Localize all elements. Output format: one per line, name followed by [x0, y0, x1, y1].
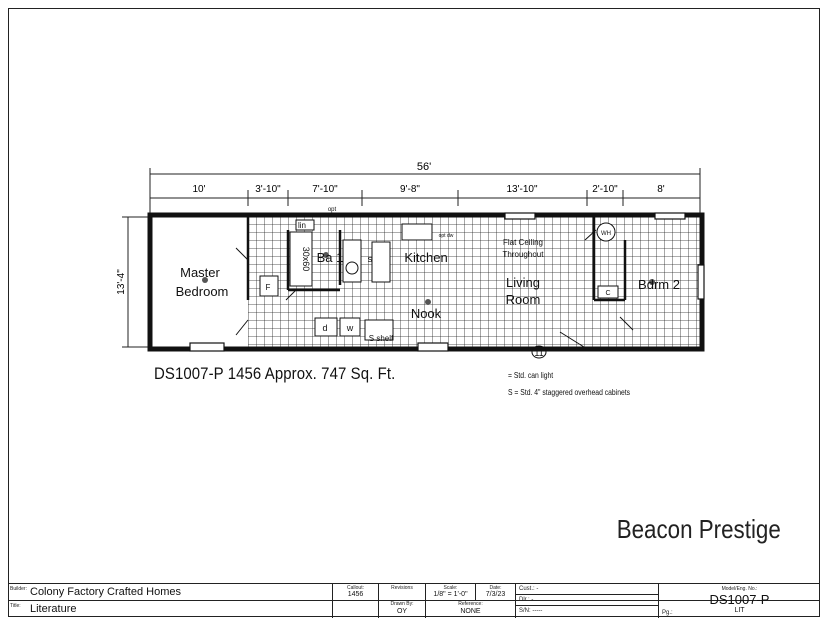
room-master-1: Master: [180, 265, 220, 280]
dim-seg-4: 9'-8": [400, 184, 420, 195]
dim-seg-2: 3'-10": [255, 184, 281, 195]
dim-depth: 13'-4": [116, 269, 127, 295]
label-range-ref: 11: [534, 348, 543, 358]
label-flat-ceiling-1: Flat Ceiling: [503, 238, 543, 247]
callout-cell: Callout: 1456: [333, 584, 379, 600]
label-lin: lin: [298, 221, 306, 230]
builder-label: Builder:: [10, 586, 27, 592]
pg-label: Pg.:: [662, 610, 673, 616]
dim-seg-6: 2'-10": [592, 184, 618, 195]
room-bdrm2: Bdrm 2: [638, 277, 680, 292]
room-living-2: Room: [506, 292, 541, 307]
label-furnace: F: [266, 283, 271, 292]
builder-cell: Builder: Colony Factory Crafted Homes Ti…: [8, 584, 333, 618]
room-kitchen: Kitchen: [404, 250, 447, 265]
room-bath: Ba 1: [317, 250, 344, 265]
label-sink: s: [368, 254, 373, 264]
revisions-cell: Revisions: [379, 584, 426, 600]
label-opt: opt: [328, 207, 337, 213]
model-label: Model/Eng. No.:: [721, 586, 758, 592]
label-flat-ceiling-2: Throughout: [503, 250, 545, 259]
legend-can-light: = Std. can light: [508, 371, 554, 380]
scale-value: 1/8" = 1'-0": [433, 591, 468, 598]
dim-overall-width: 56': [417, 161, 431, 173]
room-labels: Master Bedroom Ba 1 Kitchen Nook Living …: [176, 250, 680, 321]
drawn-by-label: Drawn By:: [390, 601, 414, 607]
interior-walls: [246, 217, 627, 302]
fixtures: [259, 219, 619, 341]
reference-cell: Reference: NONE: [426, 600, 516, 618]
legend-cabinets: S = Std. 4" staggered overhead cabinets: [508, 388, 631, 397]
callout-value: 1456: [347, 591, 364, 598]
windows: [189, 212, 705, 352]
scale-cell: Scale: 1/8" = 1'-0": [426, 584, 476, 600]
date-value: 7/3/23: [485, 591, 506, 598]
date-label: Date:: [489, 585, 502, 591]
lit-value: LIT: [734, 607, 745, 614]
drawn-by-value: OY: [396, 608, 408, 615]
label-water-heater: WH: [601, 231, 611, 237]
reference-value: NONE: [460, 608, 481, 615]
sn-value: S/N: -----: [519, 608, 543, 614]
title-label: Title:: [10, 603, 21, 609]
plan-title: DS1007-P 1456 Approx. 747 Sq. Ft.: [154, 364, 396, 383]
dim-seg-3: 7'-10": [312, 184, 338, 195]
brand-name: Beacon Prestige: [616, 514, 781, 544]
door-swings: [235, 229, 634, 348]
label-closet: C: [605, 290, 610, 297]
drawn-by-cell: Drawn By: OY: [379, 600, 426, 618]
title-value: Literature: [30, 603, 77, 615]
room-living-1: Living: [506, 275, 540, 290]
builder-value: Colony Factory Crafted Homes: [30, 586, 181, 598]
dlr-value: Dlr.: -: [519, 597, 534, 603]
dimension-lines: [122, 168, 701, 348]
room-nook: Nook: [411, 306, 442, 321]
cust-value: Cust.: -: [519, 586, 539, 592]
callout-label: Callout:: [347, 585, 364, 591]
model-value: DS1007-P: [709, 592, 770, 607]
small-labels: opt opt dw lin Flat Ceiling Throughout S…: [266, 207, 611, 358]
label-tub: 30x60: [301, 247, 311, 272]
date-cell: Date: 7/3/23: [476, 584, 516, 600]
width-segment-labels: 10' 3'-10" 7'-10" 9'-8" 13'-10" 2'-10" 8…: [192, 184, 664, 195]
sheet-border: [8, 8, 820, 617]
can-lights: [202, 252, 655, 305]
customer-cell: Cust.: - Dlr.: - S/N: -----: [516, 584, 659, 618]
title-block: Builder: Colony Factory Crafted Homes Ti…: [8, 583, 820, 618]
label-shelf: S shelf: [369, 334, 394, 343]
model-cell: Model/Eng. No.: DS1007-P Pg.: LIT: [659, 584, 820, 618]
label-dryer: d: [322, 323, 327, 333]
revisions-label: Revisions: [391, 585, 413, 591]
label-washer: w: [346, 323, 354, 333]
reference-label: Reference:: [458, 601, 483, 607]
label-opt-dw: opt dw: [439, 233, 454, 239]
dim-seg-1: 10': [192, 184, 205, 195]
room-master-2: Bedroom: [176, 284, 229, 299]
dim-seg-7: 8': [657, 184, 665, 195]
dim-seg-5: 13'-10": [506, 184, 537, 195]
scale-label: Scale:: [443, 585, 458, 591]
